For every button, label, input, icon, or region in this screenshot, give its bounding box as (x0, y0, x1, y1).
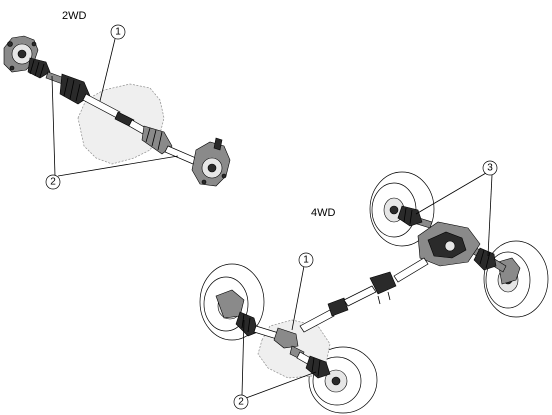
rear-right-boot (473, 247, 497, 271)
propeller-shaft (299, 309, 335, 333)
callout-4wd-2-circle (233, 394, 249, 410)
right-shaft-2wd (164, 145, 197, 165)
leader-4wd-3a (415, 172, 487, 215)
callout-4wd-3: 3 (487, 163, 493, 174)
rear-left-boot (397, 205, 423, 227)
leader-2wd-2b (57, 155, 179, 177)
leader-2wd-1 (99, 38, 116, 102)
front-right-drive-shaft (289, 345, 331, 379)
left-outer-boot-2wd (27, 57, 51, 79)
leader-4wd-2b (245, 371, 317, 399)
callout-2wd-1-circle (110, 24, 126, 40)
propeller-shaft-mid (343, 285, 377, 307)
label-2wd: 2WD (62, 10, 87, 22)
front-left-drive-shaft (235, 311, 299, 349)
leader-4wd-1 (291, 265, 305, 331)
center-bearing (369, 271, 397, 295)
leader-2wd-2a (51, 75, 56, 177)
callout-2wd-2-circle (45, 174, 61, 190)
propeller-shaft-rear (393, 257, 429, 283)
rear-differential (417, 221, 481, 267)
right-knuckle-2wd (191, 137, 231, 187)
callout-2wd-2: 2 (50, 177, 56, 188)
section-4wd: 4WD (199, 160, 549, 414)
callout-4wd-1: 1 (303, 255, 309, 266)
leader-4wd-3b (487, 174, 493, 257)
callout-4wd-2: 2 (238, 397, 244, 408)
callout-4wd-1-circle (298, 252, 314, 268)
leader-4wd-2a (241, 319, 245, 396)
rear-right-wheel (483, 240, 549, 318)
transaxle-outline-2wd (77, 83, 165, 165)
center-bearing-bracket (377, 291, 391, 305)
left-inner-boot-2wd (59, 73, 91, 105)
section-2wd: 2WD (3, 10, 231, 190)
label-4wd: 4WD (311, 207, 336, 219)
propeller-joint-front (327, 297, 349, 317)
callout-2wd-1: 1 (115, 27, 121, 38)
left-knuckle-2wd (3, 35, 39, 73)
callout-4wd-3-circle (482, 160, 498, 176)
